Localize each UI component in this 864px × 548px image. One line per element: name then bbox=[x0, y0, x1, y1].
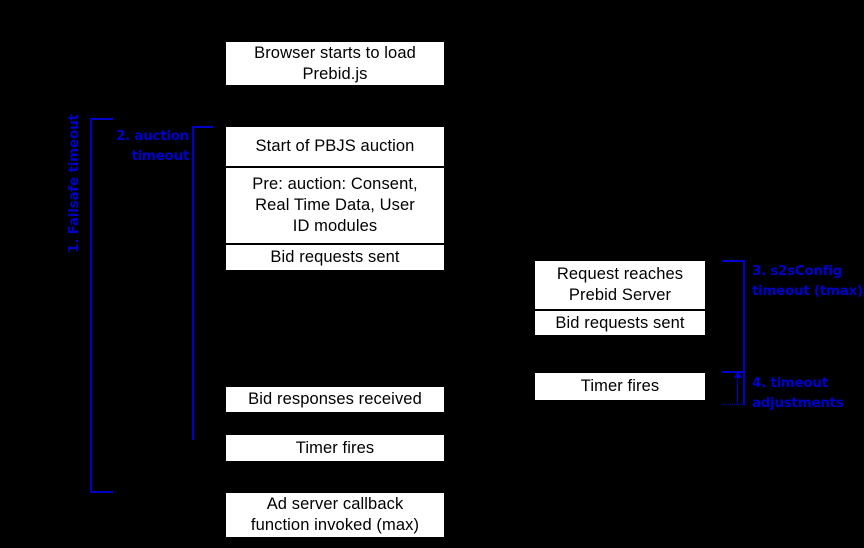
timeout-adjustments-arrow-shaft bbox=[737, 377, 738, 404]
timeout-adjustments-label: 4. timeout adjustments bbox=[752, 375, 844, 411]
process-box-request-reaches-prebid-server: Request reaches Prebid Server bbox=[534, 260, 706, 310]
failsafe-bracket-bottom-tick bbox=[90, 491, 113, 493]
timeout-adjustments-right-edge bbox=[743, 373, 745, 405]
failsafe-bracket-vertical bbox=[90, 118, 92, 493]
process-box-ad-server-callback: Ad server callback function invoked (max… bbox=[225, 492, 445, 538]
s2sconfig-bracket-vertical bbox=[743, 260, 745, 373]
auction-bracket-vertical bbox=[192, 126, 194, 440]
process-box-pre-auction-modules: Pre: auction: Consent, Real Time Data, U… bbox=[225, 167, 445, 244]
auction-bracket-top-tick bbox=[192, 126, 213, 128]
process-box-bid-responses-received: Bid responses received bbox=[225, 386, 445, 413]
auction-timeout-label: 2. auction timeout bbox=[116, 128, 189, 164]
process-box-browser-load: Browser starts to load Prebid.js bbox=[225, 41, 445, 86]
s2sconfig-bracket-bottom-tick bbox=[722, 371, 745, 373]
timeout-adjustments-arrow-head bbox=[734, 371, 742, 378]
process-box-timer-fires-server: Timer fires bbox=[534, 372, 706, 401]
failsafe-bracket-top-tick bbox=[90, 118, 113, 120]
process-box-start-auction: Start of PBJS auction bbox=[225, 126, 445, 167]
timeout-adjustments-baseline bbox=[722, 404, 745, 405]
failsafe-timeout-label: 1. Failsafe timeout bbox=[66, 114, 82, 253]
s2sconfig-bracket-top-tick bbox=[722, 260, 745, 262]
process-box-bid-requests-sent-server: Bid requests sent bbox=[534, 310, 706, 336]
process-box-timer-fires-client: Timer fires bbox=[225, 434, 445, 462]
s2sconfig-timeout-label: 3. s2sConfig timeout (tmax) bbox=[752, 263, 863, 299]
process-box-bid-requests-sent-client: Bid requests sent bbox=[225, 244, 445, 271]
